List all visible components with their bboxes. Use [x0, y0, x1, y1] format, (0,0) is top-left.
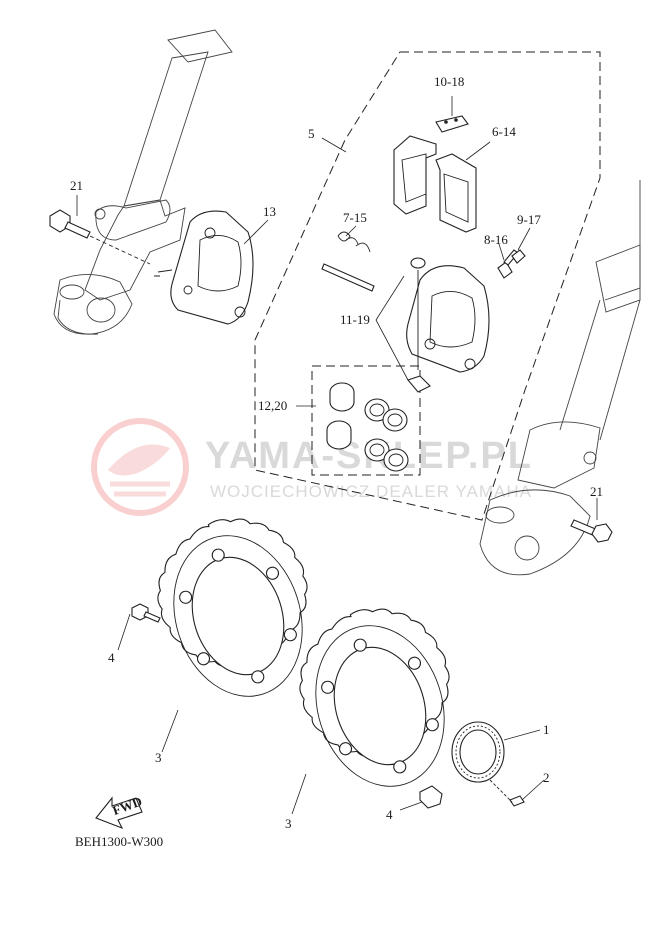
callout-2: 2 [543, 770, 550, 785]
left-caliper [154, 210, 254, 325]
seal-kit-boundary [311, 365, 421, 476]
callout-13: 13 [263, 204, 276, 219]
callout-7-15: 7-15 [343, 210, 367, 225]
callout-12-20: 12,20 [258, 398, 287, 413]
leader-lines [76, 96, 598, 815]
watermark: YAMA-SKLEP.PL WOJCIECHOWICZ DEALER YAMAH… [91, 418, 532, 516]
right-bolt [570, 519, 613, 543]
callout-21-right: 21 [590, 484, 603, 499]
sensor-ring [451, 721, 505, 783]
callout-11-19: 11-19 [340, 312, 370, 327]
pad-spring [435, 115, 469, 133]
left-bolt [49, 209, 151, 265]
watermark-logo [91, 418, 189, 516]
brake-pads [393, 135, 477, 233]
diagram-code: BEH1300-W300 [75, 834, 163, 849]
pad-pin [321, 231, 375, 292]
callout-6-14: 6-14 [492, 124, 516, 139]
ring-screw [489, 779, 525, 807]
seal-kit [326, 382, 409, 472]
disc-bolt-left [131, 603, 161, 623]
callout-1: 1 [543, 722, 550, 737]
bleed-cap [511, 249, 526, 264]
callout-3-left: 3 [155, 750, 162, 765]
watermark-subtitle: WOJCIECHOWICZ DEALER YAMAHA [210, 482, 532, 501]
left-brake-disc [157, 518, 308, 697]
right-brake-disc [299, 608, 450, 787]
callout-4-left: 4 [108, 650, 115, 665]
right-fork-leg [479, 180, 641, 576]
callout-21-left: 21 [70, 178, 83, 193]
right-caliper [406, 257, 490, 393]
assembly-boundary [254, 51, 601, 521]
fwd-arrow-icon: FWD [95, 794, 144, 830]
callout-labels: 21 13 5 10-18 6-14 7-15 8-16 9-17 11-19 … [70, 74, 603, 831]
callout-3-right: 3 [285, 816, 292, 831]
callout-5: 5 [308, 126, 315, 141]
callout-4-right: 4 [386, 807, 393, 822]
callout-9-17: 9-17 [517, 212, 541, 227]
callout-8-16: 8-16 [484, 232, 508, 247]
left-fork-leg [53, 29, 233, 335]
callout-10-18: 10-18 [434, 74, 464, 89]
disc-bolt-right [419, 785, 443, 809]
